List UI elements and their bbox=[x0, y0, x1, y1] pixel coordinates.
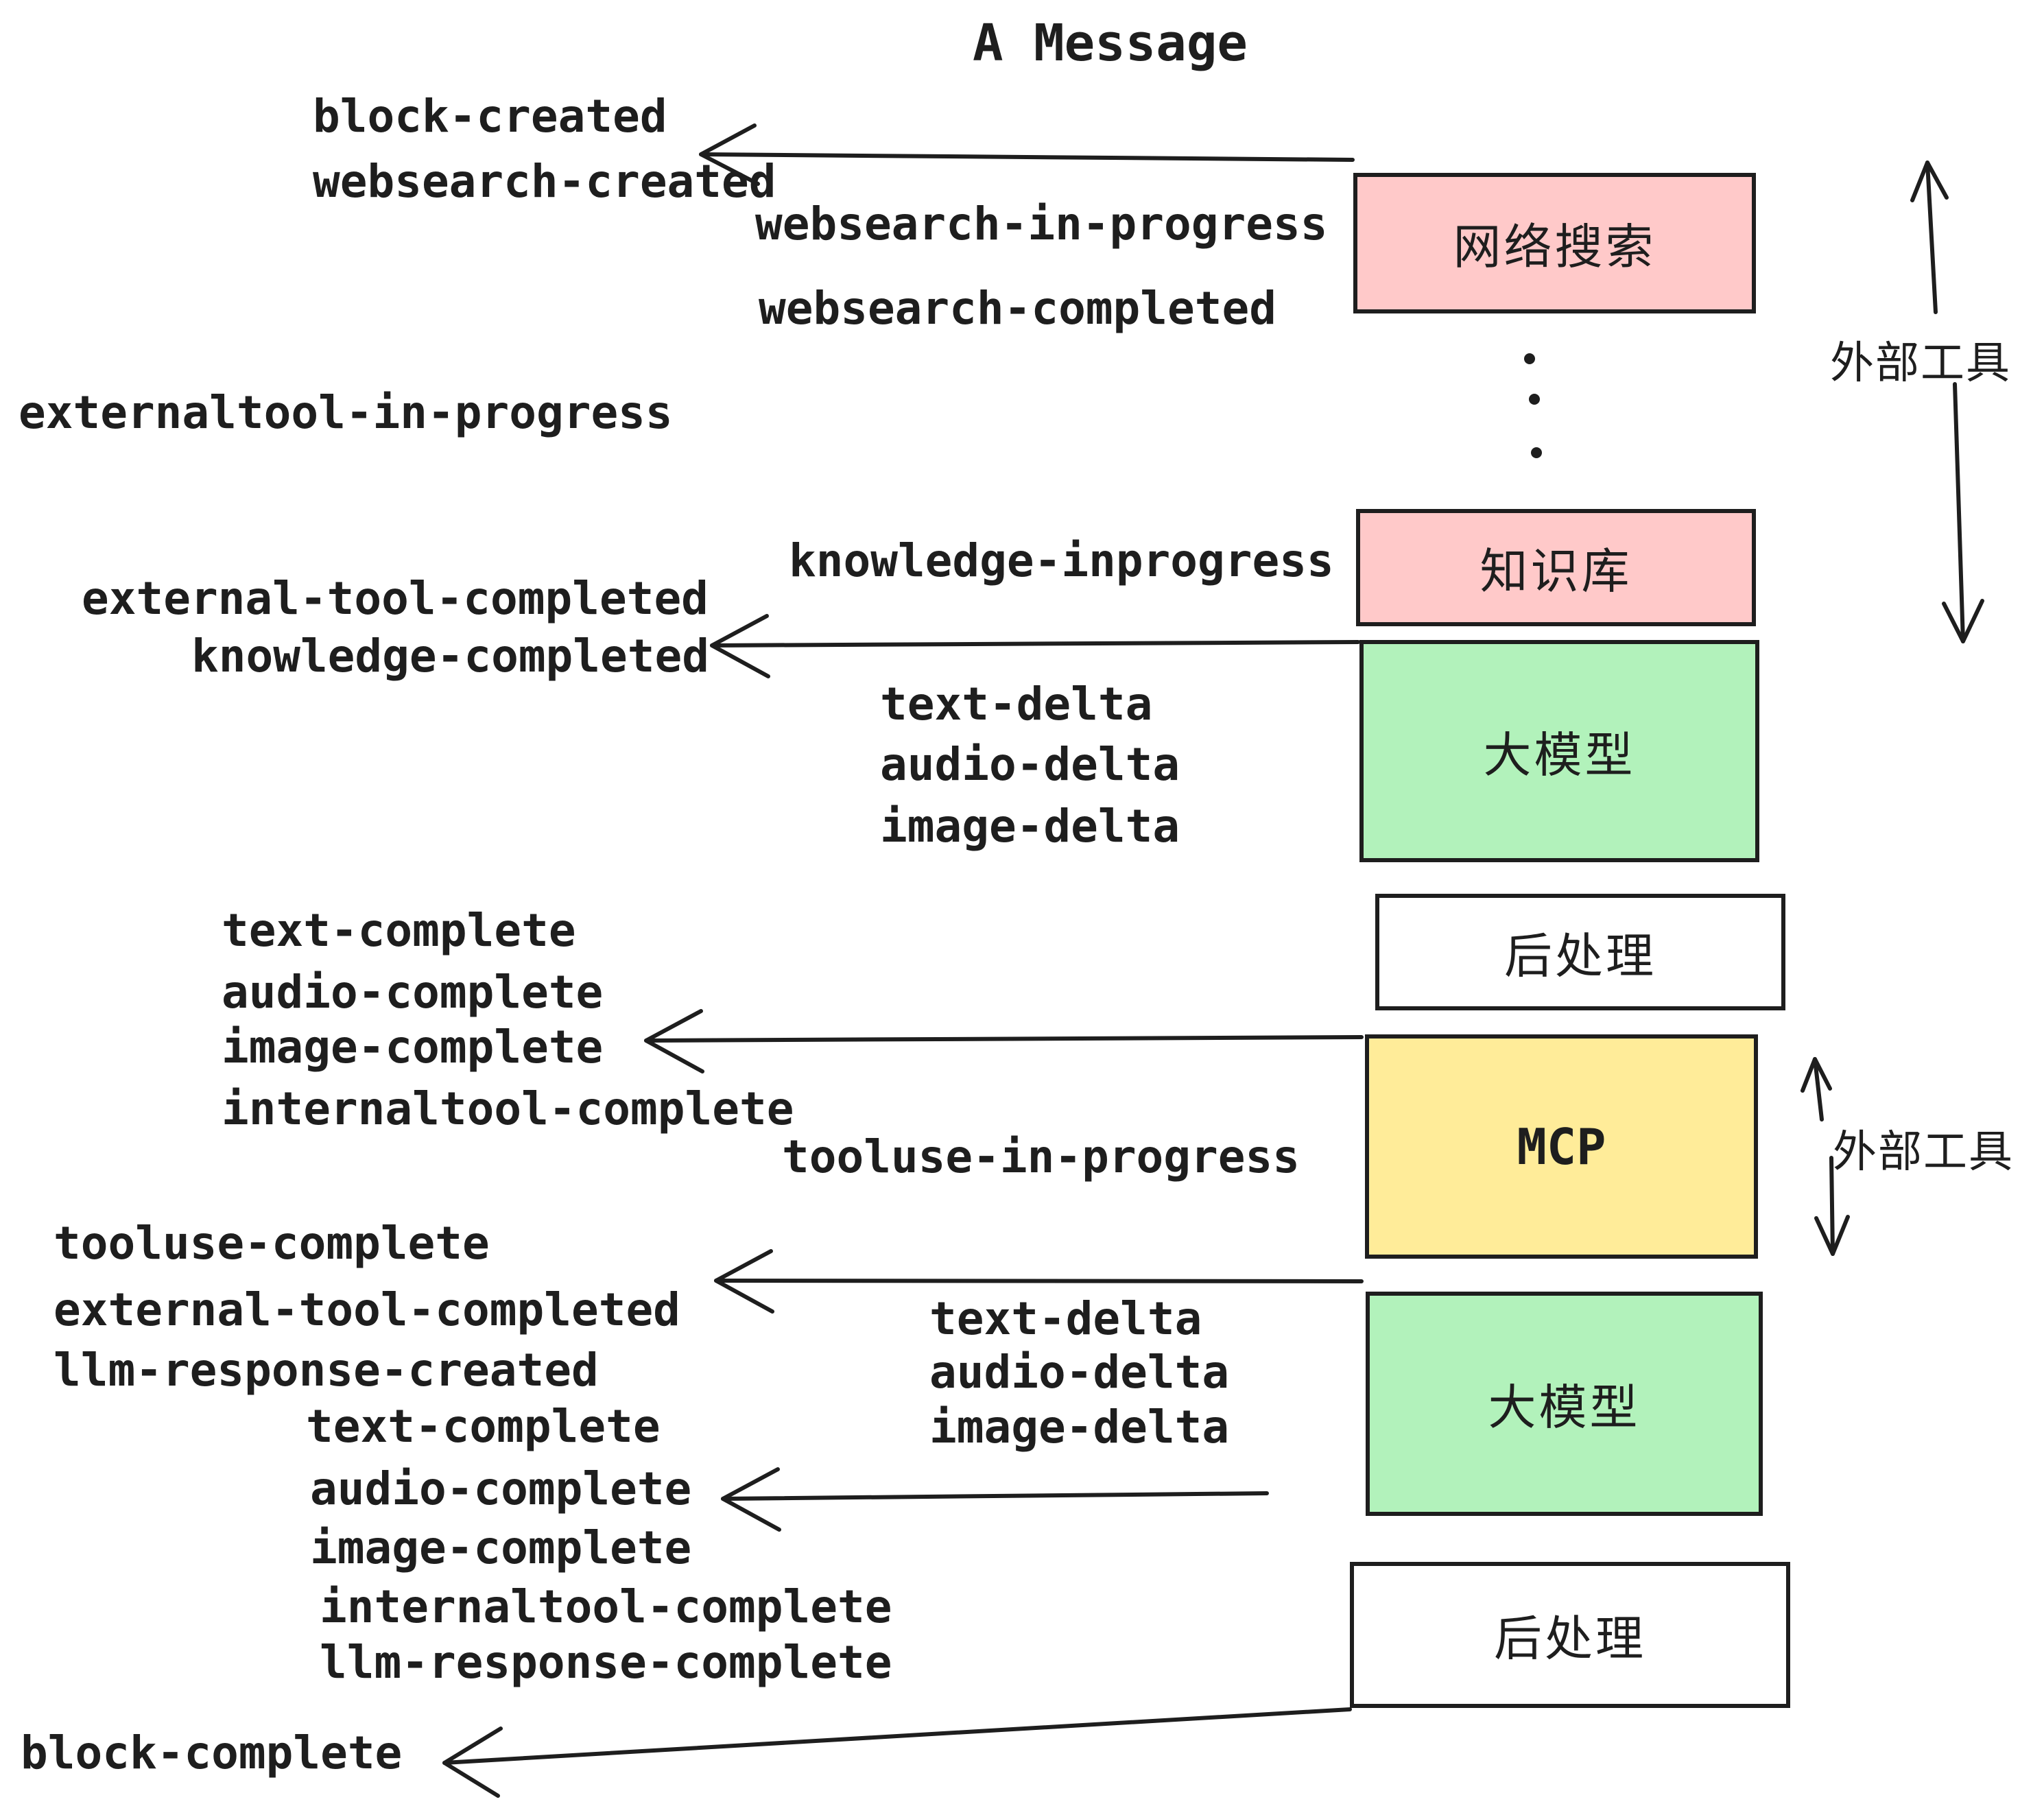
mcp-box: MCP bbox=[1365, 1034, 1758, 1259]
event-label-knowledge-inprogress: knowledge-inprogress bbox=[789, 534, 1334, 587]
postprocess-box-1-label: 后处理 bbox=[1504, 927, 1656, 984]
down-arrow-external-tools-2 bbox=[1814, 1156, 1850, 1256]
llm-box-2-label: 大模型 bbox=[1488, 1379, 1641, 1436]
postprocess-box-2-label: 后处理 bbox=[1494, 1611, 1646, 1667]
left-arrow-block-created bbox=[699, 123, 1355, 186]
vertical-ellipsis-icon bbox=[1524, 353, 1542, 458]
llm-box-1: 大模型 bbox=[1359, 640, 1759, 862]
event-label-knowledge-completed: knowledge-completed bbox=[191, 630, 709, 683]
left-arrow-image-complete bbox=[644, 1009, 1364, 1073]
event-label-internaltool-complete: internaltool-complete bbox=[222, 1082, 794, 1135]
event-label-websearch-in-progress: websearch-in-progress bbox=[755, 198, 1328, 250]
left-arrow-block-complete bbox=[442, 1707, 1352, 1798]
event-label-tooluse-complete: tooluse-complete bbox=[54, 1217, 490, 1270]
event-label-image-delta: image-delta bbox=[880, 800, 1180, 853]
diagram-title: A Message bbox=[973, 14, 1248, 73]
mcp-box-label: MCP bbox=[1517, 1117, 1606, 1176]
knowledge-box: 知识库 bbox=[1356, 509, 1756, 626]
external-tools-label-1: 外部工具 bbox=[1830, 338, 2011, 389]
external-tools-label-2: 外部工具 bbox=[1833, 1127, 2014, 1178]
event-label-llm-response-complete: llm-response-complete bbox=[320, 1636, 892, 1689]
postprocess-box-2: 后处理 bbox=[1350, 1562, 1790, 1708]
knowledge-box-label: 知识库 bbox=[1479, 543, 1632, 600]
left-arrow-audio-complete bbox=[721, 1467, 1269, 1532]
event-label-text-complete-2: text-complete bbox=[306, 1400, 661, 1453]
left-arrow-knowledge-completed bbox=[710, 614, 1360, 678]
down-arrow-external-tools-1 bbox=[1942, 382, 1984, 643]
event-label-audio-delta-2: audio-delta bbox=[929, 1346, 1230, 1399]
event-label-internaltool-complete-2: internaltool-complete bbox=[320, 1580, 892, 1633]
up-arrow-external-tools-2 bbox=[1801, 1057, 1832, 1121]
event-label-text-delta: text-delta bbox=[880, 678, 1153, 731]
event-label-audio-delta: audio-delta bbox=[880, 738, 1180, 791]
event-label-llm-response-created: llm-response-created bbox=[54, 1344, 599, 1397]
event-label-image-complete-2: image-complete bbox=[310, 1521, 692, 1574]
websearch-box: 网络搜索 bbox=[1353, 173, 1756, 313]
up-arrow-external-tools-1 bbox=[1910, 161, 1949, 314]
event-label-external-tool-completed-2: external-tool-completed bbox=[54, 1283, 680, 1336]
event-label-text-delta-2: text-delta bbox=[929, 1292, 1202, 1345]
event-label-image-delta-2: image-delta bbox=[929, 1401, 1230, 1453]
llm-box-1-label: 大模型 bbox=[1483, 726, 1636, 783]
event-label-external-tool-completed: external-tool-completed bbox=[82, 572, 709, 625]
event-label-websearch-completed: websearch-completed bbox=[759, 282, 1276, 335]
event-label-audio-complete-2: audio-complete bbox=[310, 1462, 692, 1515]
event-label-websearch-created: websearch-created bbox=[313, 155, 776, 208]
event-label-block-complete: block-complete bbox=[21, 1726, 403, 1779]
event-label-image-complete: image-complete bbox=[222, 1021, 604, 1073]
left-arrow-tooluse-complete bbox=[714, 1249, 1364, 1314]
event-label-externaltool-in-progress: externaltool-in-progress bbox=[19, 386, 673, 439]
llm-box-2: 大模型 bbox=[1366, 1292, 1763, 1516]
event-label-text-complete: text-complete bbox=[222, 904, 576, 957]
event-label-audio-complete: audio-complete bbox=[222, 966, 604, 1019]
postprocess-box-1: 后处理 bbox=[1375, 894, 1785, 1010]
event-label-tooluse-in-progress: tooluse-in-progress bbox=[782, 1130, 1300, 1183]
websearch-box-label: 网络搜索 bbox=[1453, 219, 1656, 275]
event-label-block-created: block-created bbox=[313, 90, 667, 143]
